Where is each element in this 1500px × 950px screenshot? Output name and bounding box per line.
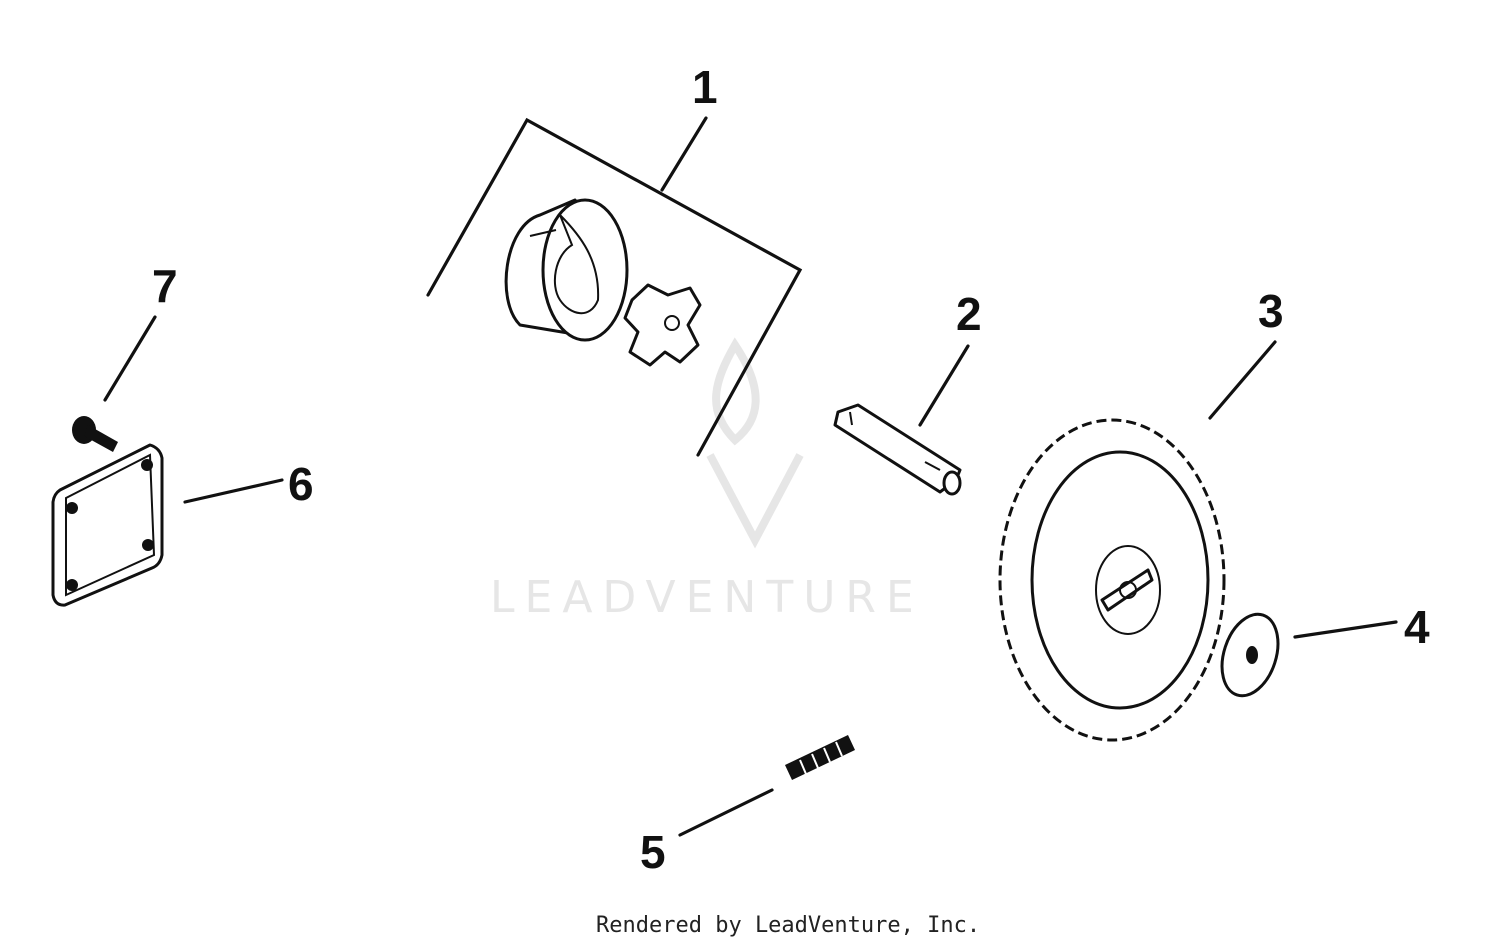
part-4-washer: [1220, 612, 1398, 698]
part-6-cover-plate: [51, 443, 284, 607]
callout-5: 5: [640, 826, 666, 878]
part-5-pin: [678, 735, 855, 837]
leader-5: [678, 788, 774, 837]
watermark: LEADVENTURE: [490, 337, 924, 623]
part-2-shaft: [833, 344, 970, 496]
watermark-text: LEADVENTURE: [490, 572, 924, 623]
callout-7: 7: [152, 260, 178, 312]
credit-text: Rendered by LeadVenture, Inc.: [596, 913, 980, 938]
bracket-1: [426, 117, 803, 457]
leader-1: [660, 116, 708, 192]
part-7-screw: [72, 315, 157, 452]
part-1-pump-rotor-assembly: [426, 116, 803, 457]
leader-6: [183, 478, 284, 504]
leader-7: [103, 315, 157, 402]
leadventure-flame-logo-icon: [706, 337, 804, 549]
leader-2: [918, 344, 970, 427]
callout-3: 3: [1258, 285, 1284, 337]
part-3-gear: [998, 340, 1277, 742]
leader-3: [1208, 340, 1277, 420]
callout-4: 4: [1404, 601, 1430, 653]
callout-1: 1: [692, 61, 718, 113]
inner-rotor: [623, 283, 702, 367]
callout-6: 6: [288, 458, 314, 510]
callout-2: 2: [956, 288, 982, 340]
outer-rotor: [504, 198, 629, 342]
leader-4: [1293, 620, 1398, 639]
